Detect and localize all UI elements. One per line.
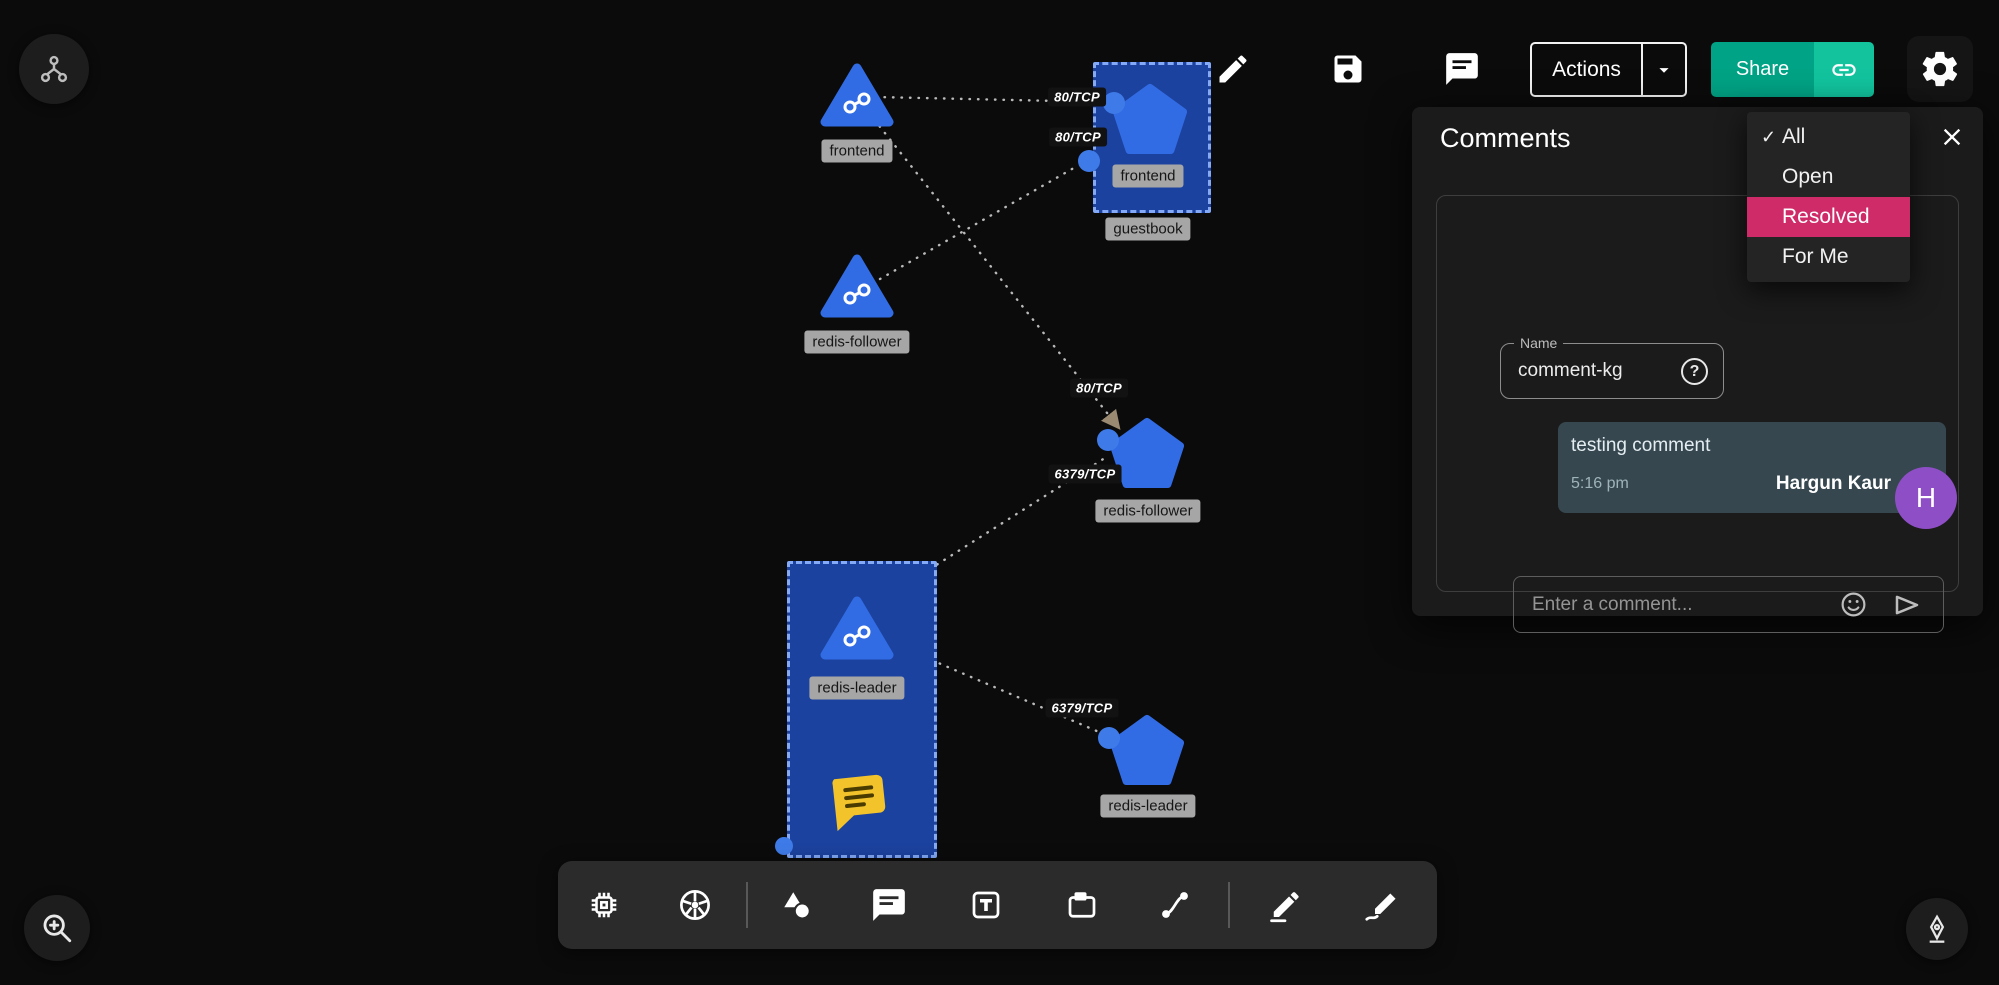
toolbar-divider <box>746 882 748 928</box>
port-dot <box>1098 727 1120 749</box>
actions-caret[interactable] <box>1643 44 1685 95</box>
zoom-button[interactable] <box>24 895 90 961</box>
connector-icon <box>1162 892 1188 918</box>
comments-toggle-button[interactable] <box>1438 45 1486 93</box>
node-deployment-redis-leader[interactable] <box>1109 713 1185 790</box>
port-dot <box>1097 429 1119 451</box>
chevron-down-icon <box>1659 67 1669 73</box>
frame-icon <box>1068 892 1096 918</box>
comment-author: Hargun Kaur <box>1775 473 1891 494</box>
toolbar-divider <box>1228 882 1230 928</box>
close-icon <box>1943 128 1961 146</box>
chip-icon <box>591 892 617 918</box>
chip-tool-button[interactable] <box>576 877 632 933</box>
edge-label: 6379/TCP <box>1045 698 1119 718</box>
comments-filter-menu: ✓ All Open Resolved For Me <box>1747 112 1910 282</box>
comment-tool-button[interactable] <box>861 877 917 933</box>
link-icon <box>1832 63 1856 76</box>
comments-content-box: Name comment-kg ? testing comment 5:16 p… <box>1436 195 1959 633</box>
comment-icon <box>873 889 905 921</box>
send-icon[interactable] <box>1892 590 1922 625</box>
gear-icon <box>1922 51 1958 87</box>
edge-label: 80/TCP <box>1048 87 1106 107</box>
pencil-icon <box>1219 55 1247 83</box>
node-service-redis-follower[interactable] <box>819 251 895 324</box>
edge-label: 80/TCP <box>1049 127 1107 147</box>
node-deployment-frontend[interactable] <box>1112 82 1188 159</box>
node-service-redis-leader[interactable] <box>819 593 895 666</box>
avatar[interactable]: H <box>1895 467 1957 529</box>
node-label: redis-follower <box>1095 499 1201 523</box>
node-label: frontend <box>821 139 893 163</box>
comment-card[interactable]: testing comment 5:16 pm Hargun Kaur H <box>1558 422 1957 529</box>
port-dot <box>1103 92 1125 114</box>
text-icon <box>972 891 1000 919</box>
pen-tool-button[interactable] <box>1257 877 1313 933</box>
pen-icon <box>1270 892 1299 923</box>
text-tool-button[interactable] <box>958 877 1014 933</box>
settings-button[interactable] <box>1907 36 1973 102</box>
filter-option-for-me[interactable]: For Me <box>1747 237 1910 277</box>
save-button[interactable] <box>1324 45 1372 93</box>
name-field-label: Name <box>1514 335 1564 352</box>
port-dot <box>1078 150 1100 172</box>
note-icon[interactable] <box>822 770 892 841</box>
node-label: frontend <box>1112 164 1184 188</box>
node-deployment-redis-follower[interactable] <box>1109 416 1185 493</box>
service-icon <box>843 625 871 647</box>
service-icon <box>843 283 871 305</box>
edge-label: 80/TCP <box>1070 378 1128 398</box>
filter-option-resolved[interactable]: Resolved <box>1747 197 1910 237</box>
comment-input[interactable] <box>1514 577 1842 632</box>
zoom-in-icon <box>43 914 72 943</box>
edit-button[interactable] <box>1209 45 1257 93</box>
bottom-toolbar <box>558 861 1437 949</box>
port-dot <box>775 837 793 855</box>
filter-option-label: Resolved <box>1782 205 1870 228</box>
share-link-section[interactable] <box>1814 42 1874 97</box>
comment-icon <box>1446 53 1478 85</box>
name-field-value: comment-kg <box>1518 360 1623 381</box>
comment-name-field[interactable]: Name comment-kg ? <box>1500 335 1724 399</box>
share-label: Share <box>1711 42 1814 97</box>
pencil-scribble-icon <box>1365 893 1396 921</box>
edge-label: 6379/TCP <box>1048 464 1122 484</box>
filter-option-label: Open <box>1782 165 1834 188</box>
shapes-tool-button[interactable] <box>769 877 825 933</box>
save-icon <box>1334 55 1362 83</box>
node-label: guestbook <box>1105 217 1191 241</box>
hierarchy-button[interactable] <box>19 34 89 104</box>
filter-option-open[interactable]: Open <box>1747 157 1910 197</box>
service-icon <box>843 92 871 114</box>
shapes-icon <box>784 892 811 920</box>
comments-panel-title: Comments <box>1440 123 1571 153</box>
node-label: redis-follower <box>804 330 910 354</box>
pen-nib-icon <box>1929 914 1945 943</box>
filter-option-label: For Me <box>1782 245 1849 268</box>
comment-text: testing comment <box>1571 435 1711 456</box>
comment-composer[interactable] <box>1513 576 1944 633</box>
actions-button[interactable]: Actions <box>1530 42 1687 97</box>
comment-time: 5:16 pm <box>1571 475 1629 492</box>
filter-option-label: All <box>1782 125 1806 148</box>
node-label: redis-leader <box>1100 794 1196 818</box>
actions-label: Actions <box>1552 57 1621 81</box>
share-button[interactable]: Share <box>1711 42 1874 97</box>
node-service-frontend[interactable] <box>819 60 895 133</box>
node-label: redis-leader <box>809 676 905 700</box>
close-button[interactable] <box>1936 121 1968 153</box>
hierarchy-icon <box>40 55 68 83</box>
filter-option-all[interactable]: ✓ All <box>1747 117 1910 157</box>
kubernetes-tool-button[interactable] <box>667 877 723 933</box>
kubernetes-icon <box>680 890 710 920</box>
check-icon: ✓ <box>1761 126 1777 147</box>
help-icon[interactable]: ? <box>1681 358 1708 385</box>
connector-tool-button[interactable] <box>1147 877 1203 933</box>
divider <box>1641 44 1643 95</box>
emoji-icon[interactable] <box>1839 590 1868 624</box>
pen-mode-button[interactable] <box>1906 898 1968 960</box>
frame-tool-button[interactable] <box>1054 877 1110 933</box>
pencil-draw-tool-button[interactable] <box>1353 877 1409 933</box>
